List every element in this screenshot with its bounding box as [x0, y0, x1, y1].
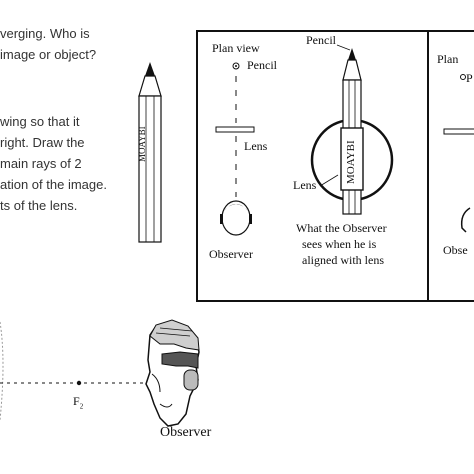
question-line-5: main rays of 2 — [0, 156, 82, 171]
question-line-7: ts of the lens. — [0, 198, 78, 213]
caption-line-1: What the Observer — [296, 221, 387, 235]
caption-line-3: aligned with lens — [302, 253, 384, 267]
right-observer-label: Obse — [443, 243, 468, 257]
lens-label: Lens — [244, 139, 268, 153]
right-pencil-label: P — [466, 71, 473, 85]
lens-edge-partial — [0, 321, 4, 421]
plan-view-label: Plan view — [212, 41, 260, 55]
question-line-3: wing so that it — [0, 114, 80, 129]
focal-label: F2 — [73, 394, 84, 411]
mid-lens-label: Lens — [293, 178, 317, 192]
right-plan-label: Plan — [437, 52, 459, 66]
question-line-2: image or object? — [0, 47, 97, 62]
observer-profile-icon — [145, 319, 200, 427]
observer-label: Observer — [209, 247, 253, 261]
focal-point-dot — [76, 380, 82, 386]
bottom-observer-label: Observer — [160, 425, 212, 440]
pencil-brand-text: MOAYBI — [137, 126, 147, 162]
question-line-1: verging. Who is — [0, 26, 90, 41]
magnified-pencil-text: MOAYBI — [345, 140, 357, 184]
question-line-6: ation of the image. — [0, 177, 107, 192]
plan-pencil-label: Pencil — [247, 58, 277, 72]
caption-line-2: sees when he is — [302, 237, 377, 251]
question-line-4: right. Draw the — [0, 135, 85, 150]
figure-panel-right — [427, 30, 474, 302]
mid-pencil-label: Pencil — [306, 33, 336, 47]
